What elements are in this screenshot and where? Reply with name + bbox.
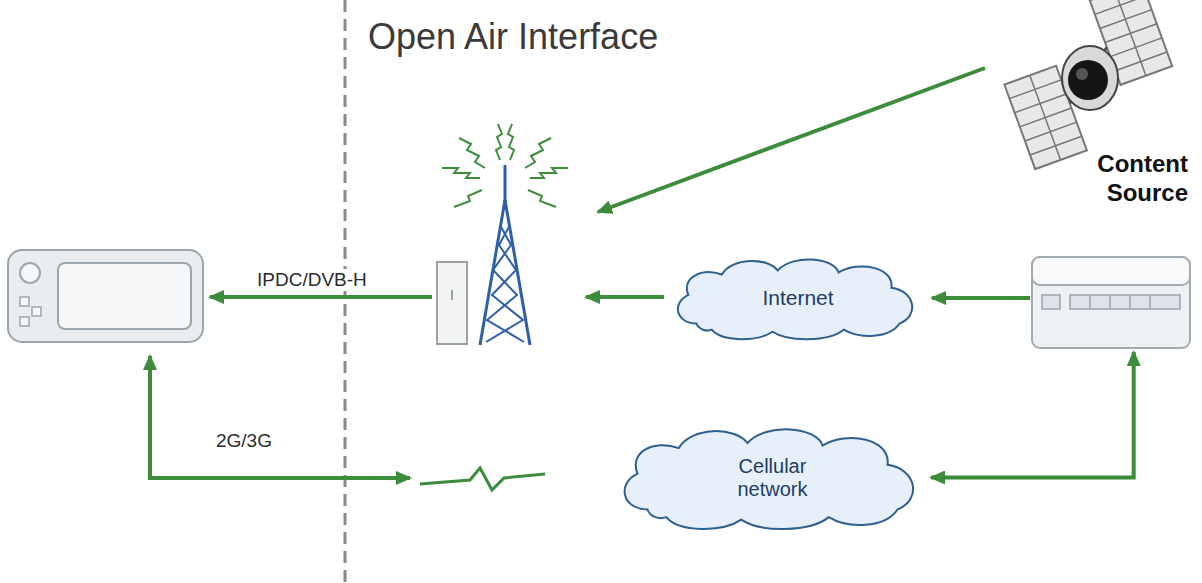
satellite: [987, 0, 1189, 169]
internet-cloud: Internet: [666, 252, 930, 344]
return-channel-label: 2G/3G: [216, 430, 272, 452]
transmitter-tower: [437, 124, 568, 345]
content-source-server: Content Source: [1030, 150, 1192, 350]
broadcast-arrow: [210, 295, 432, 299]
cellular-cloud: Cellular network: [610, 420, 935, 535]
flow-arrow: [931, 352, 1134, 478]
broadcast-label: IPDC/DVB-H: [254, 269, 370, 291]
interface-title: Open Air Interface: [368, 16, 658, 57]
server-box: [1030, 255, 1192, 350]
interface-line: [344, 0, 347, 583]
flow-arrow: [932, 296, 1030, 300]
cloud-outline: [678, 259, 912, 339]
node-heading: Content Source: [1070, 150, 1188, 208]
cloud-label: Cellular network: [710, 455, 835, 501]
downlink-arrow: [598, 68, 985, 212]
return-channel-arrow: [150, 356, 410, 478]
radio-zigzag: [420, 468, 545, 490]
receiver-device: [8, 250, 203, 342]
cloud-outline: [625, 429, 913, 529]
cloud-label: Internet: [762, 286, 833, 310]
feed-arrow: [586, 295, 664, 299]
